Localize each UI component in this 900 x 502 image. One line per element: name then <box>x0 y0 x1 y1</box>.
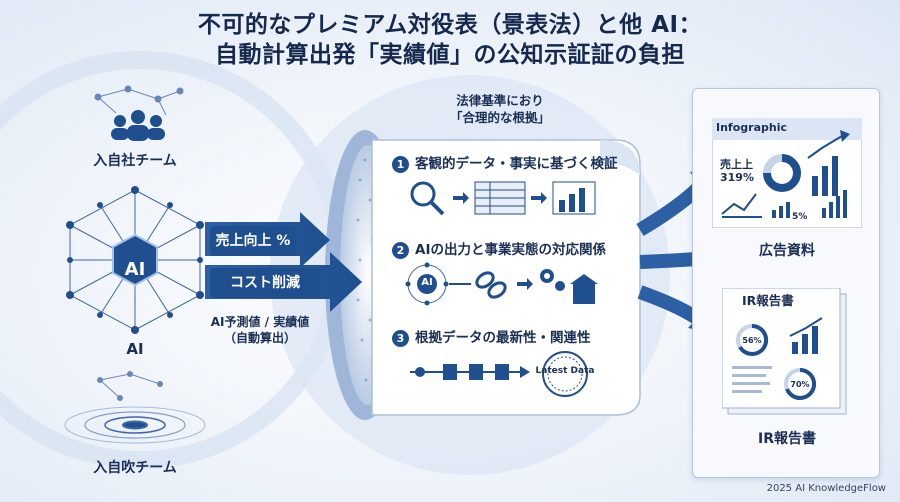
ai-network-icon <box>66 186 204 334</box>
footer-credit: 2025 AI KnowledgeFlow <box>766 483 886 494</box>
stamp-label: Latest Data <box>535 366 595 376</box>
ir-card-title: IR報告書 <box>742 293 794 308</box>
scroll-header-line2: 「合理的な根拠」 <box>449 110 550 125</box>
scroll-item-1: 1 客観的データ・事実に基づく検証 <box>392 152 618 173</box>
ripple-icon <box>64 371 206 444</box>
donut-chart-icon <box>763 154 801 192</box>
infographic-metric: 売上上 319% <box>720 158 754 184</box>
infographic-card <box>712 118 862 228</box>
item-1-illustration <box>410 181 596 216</box>
prediction-caption-line1: AI予測値 / 実績値 <box>210 315 310 329</box>
item-3-text: 根拠データの最新性・関連性 <box>415 330 591 346</box>
ir-pct-56: 56% <box>742 336 762 345</box>
cost-pill: コスト削減 <box>210 268 320 298</box>
item-1-number: 1 <box>392 156 409 173</box>
prediction-caption: AI予測値 / 実績値 （自動算出） <box>190 314 330 346</box>
bar-chart-icon <box>552 181 596 215</box>
infographic-title: Infographic <box>716 121 787 134</box>
item-2-number: 2 <box>392 242 409 259</box>
chain-link-icon <box>475 271 507 299</box>
item-2-illustration <box>405 262 598 306</box>
title-line-2: 自動計算出発「実績値」の公知示証証の負担 <box>215 42 685 68</box>
sales-pill: 売上向上 % <box>210 226 296 256</box>
item-1-text: 客観的データ・事実に基づく検証 <box>415 156 618 172</box>
stamp-icon <box>542 351 588 397</box>
small-bars-icon <box>772 202 790 218</box>
team-top-label: 入自社チーム <box>93 153 177 169</box>
scroll-item-3: 3 根拠データの最新性・関連性 <box>392 326 591 347</box>
ai-badge-text: AI <box>124 259 146 280</box>
ir-report-label: IR報告書 <box>758 431 816 447</box>
mini-chart-icon <box>822 190 847 218</box>
scroll-item-2: 2 AIの出力と事業実態の対応関係 <box>392 238 606 259</box>
scroll-curl <box>600 140 640 175</box>
team-network-icon <box>94 85 184 141</box>
pie-56-icon <box>736 323 769 356</box>
infographic-metric-value: 319% <box>720 171 754 184</box>
gears-icon <box>540 269 565 291</box>
diagram-title: 不可的なプレミアム対役表（景表法）と他 AI： 自動計算出発「実績値」の公知示証… <box>0 10 900 70</box>
item-3-number: 3 <box>392 330 409 347</box>
ai-label: AI <box>126 340 144 358</box>
rising-bars-icon <box>812 156 838 196</box>
ir-pct-70: 70% <box>790 380 810 389</box>
small-trend-icon <box>721 193 762 218</box>
item-3-illustration <box>410 351 588 397</box>
timeline-icon <box>410 364 530 380</box>
scroll-header: 法律基準におり 「合理的な根拠」 <box>430 92 570 126</box>
infographic-small-pct: 5% <box>792 212 808 222</box>
infographic-metric-label: 売上上 <box>720 158 753 171</box>
ir-bars-icon <box>792 326 818 354</box>
ai-node-text: AI <box>421 277 433 288</box>
building-icon <box>570 274 598 304</box>
title-line-1: 不可的なプレミアム対役表（景表法）と他 AI： <box>197 12 703 38</box>
ai-node-icon <box>405 262 449 306</box>
text-lines-icon <box>732 366 772 393</box>
pie-70-icon <box>784 367 817 400</box>
ad-materials-label: 広告資料 <box>759 243 815 259</box>
scroll-header-line1: 法律基準におり <box>456 93 544 108</box>
ai-hex-core <box>112 233 158 287</box>
ir-report-card <box>722 288 847 415</box>
prediction-caption-line2: （自動算出） <box>223 331 296 345</box>
item-2-text: AIの出力と事業実態の対応関係 <box>415 242 606 258</box>
table-icon <box>474 181 526 215</box>
team-bottom-label: 入自吹チーム <box>93 460 177 476</box>
magnifier-icon <box>410 181 445 216</box>
